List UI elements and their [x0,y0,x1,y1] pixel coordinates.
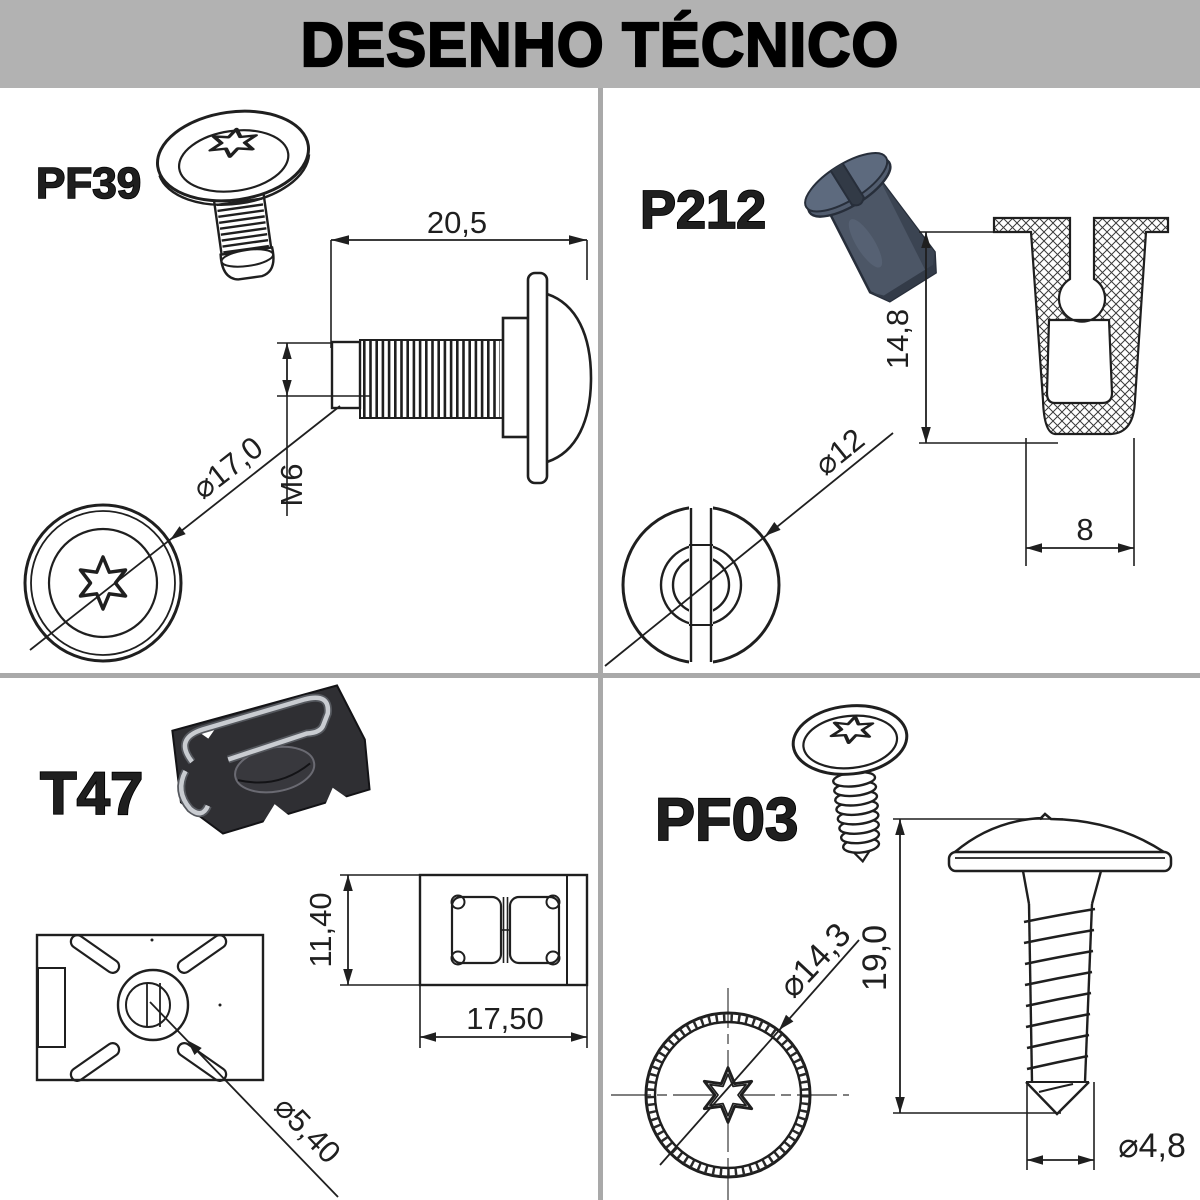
t47-3d-spring-wire [182,695,331,764]
pf03-side-dome-head [954,812,1165,854]
pf03-3d-view [791,704,909,864]
pf03-length-dim-text: 19,0 [856,925,894,991]
pf39-side-dome-head [546,292,593,464]
p212-top-view: ⌀12 [604,422,894,667]
pf03-length-dimension: 19,0 [856,818,1063,1114]
p212-section-view: 14,8 8 [880,216,1170,566]
p212-quadrant: P212 14,8 [604,152,1170,667]
p212-width-dimension: 8 [1025,438,1135,566]
pf03-side-view: 19,0 ⌀4,8 [856,812,1186,1170]
t47-3d-view [171,684,371,835]
vertical-divider [598,88,603,1200]
p212-diameter-text: ⌀12 [808,422,871,483]
t47-part-label: T47 [40,760,143,827]
pf39-front-view: ⌀17,0 [23,405,341,663]
t47-width-dimension: 17,50 [419,985,588,1048]
pf03-side-tip [1025,1081,1090,1116]
horizontal-divider [0,673,1200,678]
p212-section-body [992,216,1170,436]
p212-height-dimension: 14,8 [880,231,1058,444]
pf03-head-diameter-text: ⌀14,3 [772,916,859,1005]
t47-hole-diameter-leader: ⌀5,40 [149,1001,348,1198]
title-banner: DESENHO TÉCNICO [0,0,1200,88]
t47-plate-view: ⌀5,40 [35,933,348,1198]
pf03-thread-diameter-dimension: ⌀4,8 [1026,1082,1186,1170]
p212-width-dim-text: 8 [1076,512,1093,547]
pf03-thread-diameter-text: ⌀4,8 [1118,1127,1186,1165]
pf39-part-label: PF39 [36,159,141,208]
pf39-length-dimension [330,235,588,348]
pf39-quadrant: PF39 20,5 [23,109,593,663]
pf39-3d-view [155,109,311,281]
pf39-length-dim-text: 20,5 [427,205,487,240]
pf39-thread-dimension: M6 [274,342,370,516]
p212-height-dim-text: 14,8 [880,309,915,369]
t47-window-view: 11,40 17,50 [303,873,589,1048]
pf03-head-diameter-leader: ⌀14,3 [659,916,860,1166]
pf39-thread-dim-text: M6 [274,463,309,506]
pf39-3d-threads [214,185,270,258]
pf03-part-label: PF03 [655,786,798,853]
pf03-quadrant: PF03 [611,704,1186,1200]
pf39-front-torx-icon [78,555,128,611]
p212-3d-view [804,152,937,303]
pf03-front-view: ⌀14,3 [611,916,860,1200]
t47-hole-diameter-text: ⌀5,40 [268,1089,348,1170]
p212-3d-slot [829,162,865,207]
p212-diameter-leader: ⌀12 [604,422,894,667]
p212-part-label: P212 [640,180,766,240]
pf39-side-view: 20,5 M6 [274,205,593,516]
pf03-knurled-ring [646,1013,810,1177]
t47-height-dimension: 11,40 [303,874,420,986]
pf03-thread-crests [1023,907,1096,1071]
t47-height-dim-text: 11,40 [303,892,338,967]
t47-width-dim-text: 17,50 [466,1001,544,1036]
pf39-head-diameter-leader: ⌀17,0 [29,405,341,651]
t47-quadrant: T47 [35,684,589,1198]
page-title: DESENHO TÉCNICO [300,8,900,80]
